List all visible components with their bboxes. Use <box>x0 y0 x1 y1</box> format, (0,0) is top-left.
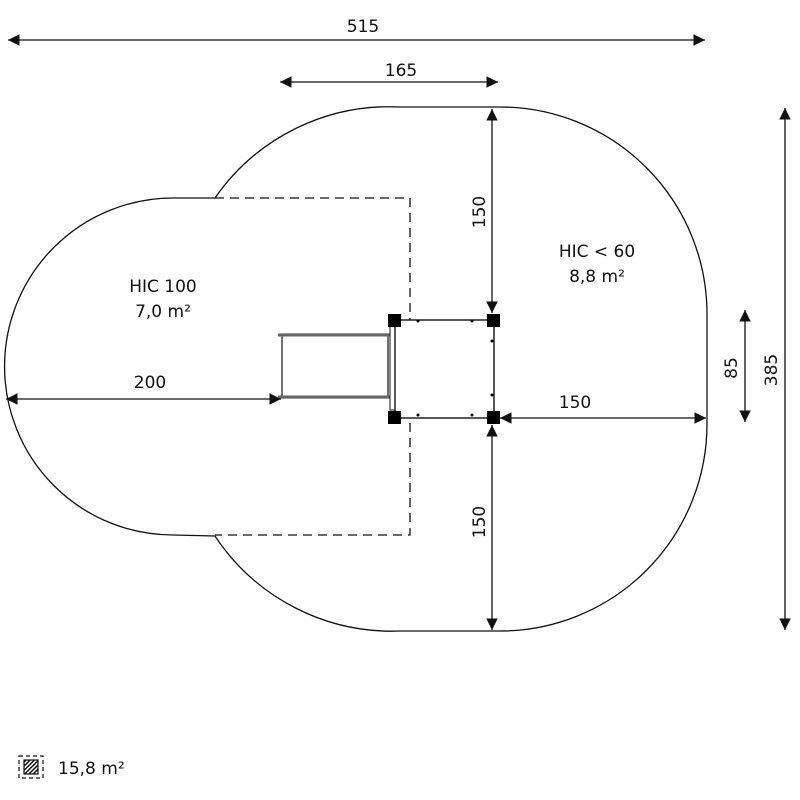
dim-total-width: 515 <box>347 17 379 37</box>
dim-total-depth: 385 <box>762 354 782 386</box>
platform-tower <box>388 314 500 424</box>
dim-bottom-clearance: 150 <box>470 506 490 538</box>
safety-zone-outline <box>3 106 708 632</box>
zone-right-area: 8,8 m² <box>569 267 625 287</box>
dimension-lines <box>6 34 791 630</box>
zone-left-area: 7,0 m² <box>135 302 191 322</box>
legend-total-area: 15,8 m² <box>58 759 125 779</box>
slide <box>278 325 409 411</box>
dim-top-clearance: 150 <box>470 196 490 228</box>
dim-structure-depth: 85 <box>722 357 742 379</box>
zone-right-label: HIC < 60 <box>559 242 635 262</box>
hatched-area-icon <box>18 755 44 779</box>
dim-slide-clearance: 200 <box>134 373 166 393</box>
zone-left-label: HIC 100 <box>129 277 197 297</box>
dim-right-clearance: 150 <box>559 393 591 413</box>
dim-structure-offset: 165 <box>385 61 417 81</box>
